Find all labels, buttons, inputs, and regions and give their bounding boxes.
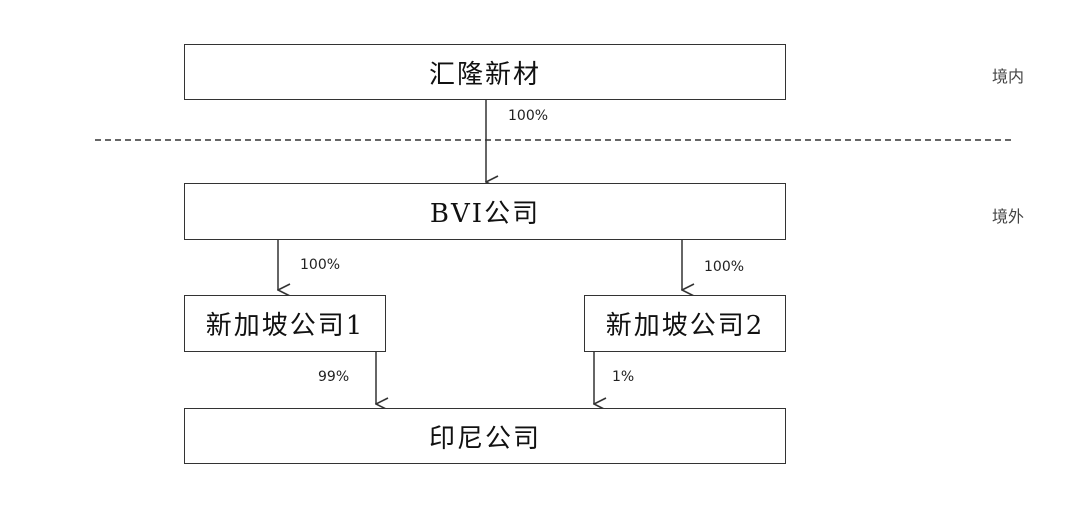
edge-label-bvi-singapore1: 100% — [300, 257, 341, 273]
edge-label-huilong-bvi: 100% — [508, 108, 549, 124]
region-label-domestic: 境内 — [992, 67, 1025, 86]
edge-label-bvi-singapore2: 100% — [704, 259, 745, 275]
node-indonesia: 印尼公司 — [184, 408, 786, 464]
edge-label-singapore1-indonesia: 99% — [318, 369, 350, 385]
node-huilong: 汇隆新材 — [184, 44, 786, 100]
node-singapore-1: 新加坡公司1 — [184, 295, 386, 352]
region-label-overseas: 境外 — [992, 207, 1025, 226]
node-bvi: BVI公司 — [184, 183, 786, 240]
node-singapore-2: 新加坡公司2 — [584, 295, 786, 352]
edge-label-singapore2-indonesia: 1% — [612, 369, 635, 385]
